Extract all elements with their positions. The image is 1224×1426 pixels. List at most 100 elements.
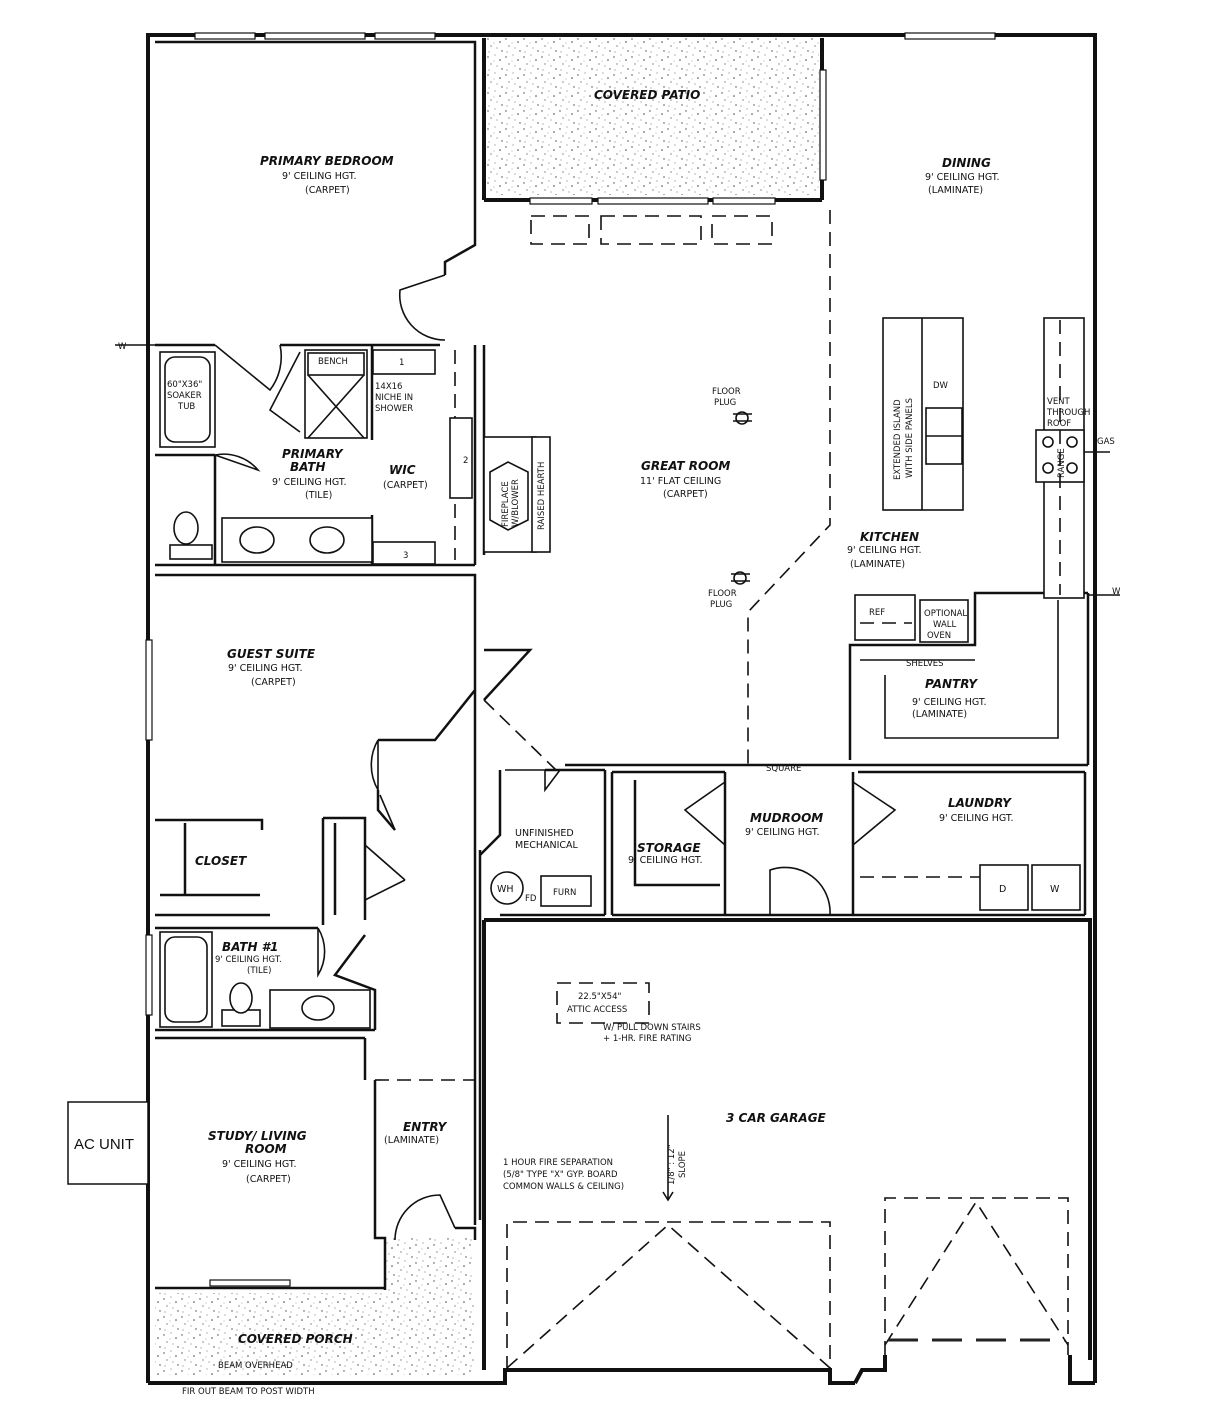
shelves-label: SHELVES xyxy=(906,659,944,669)
label-primary-bath-1: PRIMARY xyxy=(282,447,344,461)
beam-label: BEAM OVERHEAD xyxy=(218,1361,293,1371)
fire-2: (5/8" TYPE "X" GYP. BOARD xyxy=(503,1170,618,1180)
range-label: RANGE xyxy=(1057,448,1067,478)
square-label: SQUARE xyxy=(766,764,801,774)
dryer-label: D xyxy=(999,884,1006,895)
kitchen-floor: (LAMINATE) xyxy=(850,559,905,570)
niche-2: NICHE IN xyxy=(375,393,413,403)
wh-label: WH xyxy=(497,884,514,895)
primary-bedroom-ceiling: 9' CEILING HGT. xyxy=(282,171,357,182)
label-storage: STORAGE xyxy=(637,841,701,855)
slope-2: SLOPE xyxy=(678,1151,688,1178)
raised-hearth: RAISED HEARTH xyxy=(537,462,547,530)
tub-1: 60"X36" xyxy=(167,380,202,390)
primary-bath-floor: (TILE) xyxy=(305,490,332,501)
attic-4: + 1-HR. FIRE RATING xyxy=(603,1034,691,1044)
shelf-1-label: 1 xyxy=(399,358,404,368)
island-1: EXTENDED ISLAND xyxy=(893,399,903,480)
interior-walls xyxy=(155,40,1092,1370)
study-ceiling: 9' CEILING HGT. xyxy=(222,1159,297,1170)
laundry-ceiling: 9' CEILING HGT. xyxy=(939,813,1014,824)
niche-1: 14X16 xyxy=(375,382,402,392)
dining-floor: (LAMINATE) xyxy=(928,185,983,196)
attic-2: ATTIC ACCESS xyxy=(567,1005,627,1015)
entry-floor: (LAMINATE) xyxy=(384,1135,439,1146)
vent-2: THROUGH xyxy=(1046,408,1090,418)
label-unfinished-2: MECHANICAL xyxy=(515,840,579,851)
gas-label: GAS xyxy=(1097,437,1115,447)
bench-label: BENCH xyxy=(318,357,348,367)
fire-3: COMMON WALLS & CEILING) xyxy=(503,1182,624,1192)
study-floor: (CARPET) xyxy=(246,1174,291,1185)
label-covered-porch: COVERED PORCH xyxy=(238,1332,353,1346)
label-dining: DINING xyxy=(942,156,991,170)
kitchen-ceiling: 9' CEILING HGT. xyxy=(847,545,922,556)
entry-stoop-slab xyxy=(384,1238,472,1296)
furn-label: FURN xyxy=(553,888,576,898)
pantry-ceiling: 9' CEILING HGT. xyxy=(912,697,987,708)
label-wic: WIC xyxy=(389,463,416,477)
floor-plug-2a: FLOOR xyxy=(708,589,737,599)
windows xyxy=(145,32,996,1287)
bath1-ceiling: 9' CEILING HGT. xyxy=(215,955,282,965)
slope-1: 1/8" : 12" xyxy=(667,1144,677,1185)
label-great-room: GREAT ROOM xyxy=(641,459,730,473)
primary-bedroom-floor: (CARPET) xyxy=(305,185,350,196)
island-2: WITH SIDE PANELS xyxy=(905,398,915,478)
vent-3: ROOF xyxy=(1047,419,1071,429)
fire-1: 1 HOUR FIRE SEPARATION xyxy=(503,1158,613,1168)
label-primary-bath-2: BATH xyxy=(290,460,326,474)
fireplace-2: W/BLOWER xyxy=(511,479,521,527)
ac-unit-label: AC UNIT xyxy=(74,1136,134,1153)
label-bath1: BATH #1 xyxy=(222,940,278,954)
storage-ceiling: 9' CEILING HGT. xyxy=(628,855,703,866)
covered-porch-slab xyxy=(155,1293,475,1375)
ac-unit-box xyxy=(67,1101,149,1185)
floor-plug-1b: PLUG xyxy=(714,398,736,408)
bath1-floor: (TILE) xyxy=(247,966,271,976)
covered-patio-slab xyxy=(484,38,819,195)
label-study-1: STUDY/ LIVING xyxy=(208,1129,307,1143)
attic-3: W/ PULL DOWN STAIRS xyxy=(603,1023,701,1033)
w-right: W xyxy=(1112,587,1121,597)
w-left: W xyxy=(118,342,127,352)
label-closet: CLOSET xyxy=(195,854,247,868)
label-mudroom: MUDROOM xyxy=(750,811,823,825)
fireplace-1: FIREPLACE xyxy=(501,481,511,527)
washer-label: W xyxy=(1050,884,1060,895)
oven-3: OVEN xyxy=(927,631,951,641)
label-laundry: LAUNDRY xyxy=(948,796,1012,810)
dw-label: DW xyxy=(933,381,949,391)
attic-1: 22.5"X54" xyxy=(578,992,621,1002)
label-primary-bedroom: PRIMARY BEDROOM xyxy=(260,154,394,168)
dining-ceiling: 9' CEILING HGT. xyxy=(925,172,1000,183)
fixtures xyxy=(115,344,1120,1202)
guest-suite-ceiling: 9' CEILING HGT. xyxy=(228,663,303,674)
label-study-2: ROOM xyxy=(245,1142,287,1156)
fd-label: FD xyxy=(525,894,537,904)
label-garage: 3 CAR GARAGE xyxy=(726,1111,827,1125)
mudroom-ceiling: 9' CEILING HGT. xyxy=(745,827,820,838)
room-labels: COVERED PATIO PRIMARY BEDROOM 9' CEILING… xyxy=(195,88,1014,1346)
doors xyxy=(214,274,897,1241)
shelf-3-label: 3 xyxy=(403,551,408,561)
tub-3: TUB xyxy=(177,402,195,412)
primary-bath-ceiling: 9' CEILING HGT. xyxy=(272,477,347,488)
floor-plug-2b: PLUG xyxy=(710,600,732,610)
label-covered-patio: COVERED PATIO xyxy=(594,88,700,102)
label-kitchen: KITCHEN xyxy=(860,530,919,544)
floor-plug-1a: FLOOR xyxy=(712,387,741,397)
vent-1: VENT xyxy=(1047,397,1071,407)
tub-2: SOAKER xyxy=(167,391,202,401)
label-guest-suite: GUEST SUITE xyxy=(227,647,316,661)
niche-3: SHOWER xyxy=(375,404,413,414)
pantry-floor: (LAMINATE) xyxy=(912,709,967,720)
wic-floor: (CARPET) xyxy=(383,480,428,491)
great-room-floor: (CARPET) xyxy=(663,489,708,500)
fir-out-label: FIR OUT BEAM TO POST WIDTH xyxy=(182,1387,315,1397)
annotations: BENCH 1 2 3 14X16 NICHE IN SHOWER 60"X36… xyxy=(118,342,1121,1397)
guest-suite-floor: (CARPET) xyxy=(251,677,296,688)
great-room-ceiling: 11' FLAT CEILING xyxy=(640,476,721,487)
shelf-2-label: 2 xyxy=(463,456,468,466)
